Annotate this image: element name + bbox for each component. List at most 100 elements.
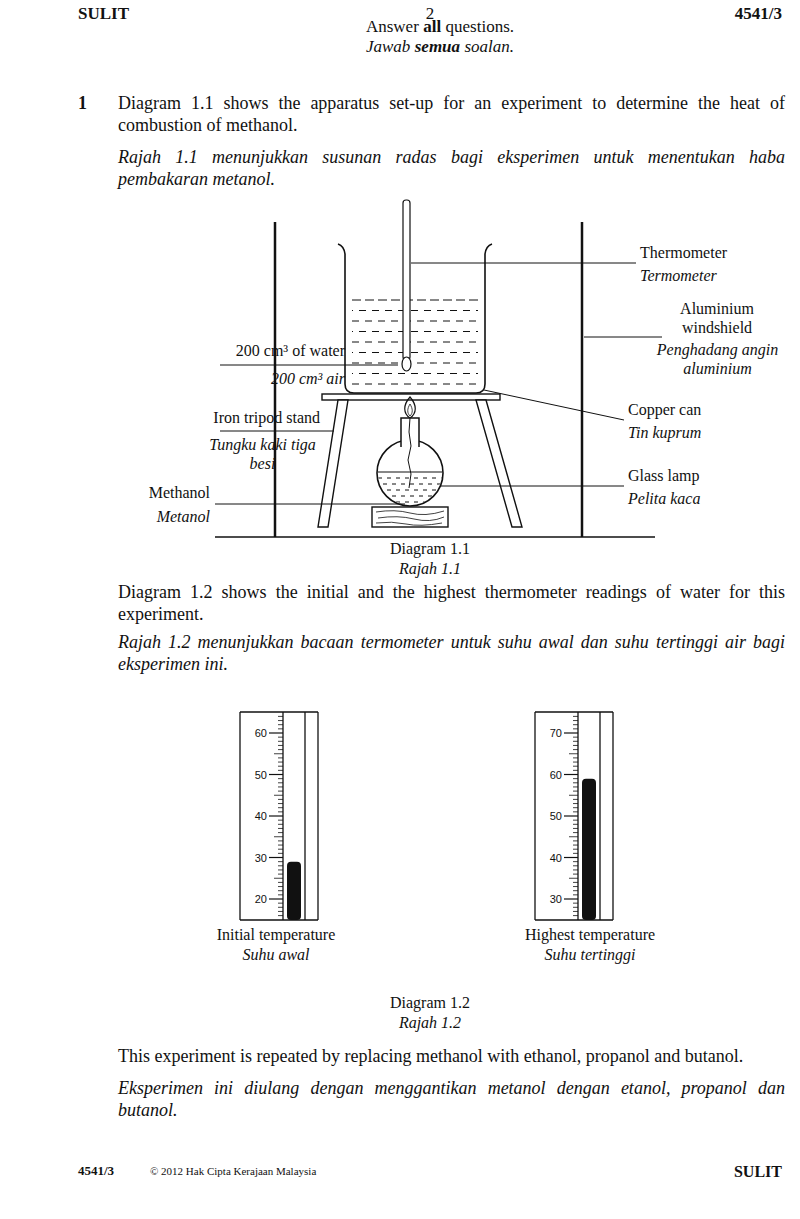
scale-tick bbox=[573, 874, 578, 875]
scale-tick bbox=[573, 716, 578, 717]
scale-tick bbox=[573, 811, 578, 812]
scale-tick bbox=[278, 724, 283, 725]
water-dashes bbox=[352, 300, 478, 384]
scale-tick bbox=[573, 861, 578, 862]
scale-number: 50 bbox=[538, 809, 562, 823]
scale-tick bbox=[573, 903, 578, 904]
thermometer-frame bbox=[535, 919, 613, 920]
scale-tick bbox=[573, 915, 578, 916]
part-label: Tungku kaki tiga besi bbox=[200, 435, 325, 473]
paper-code: 4541/3 bbox=[682, 4, 782, 24]
water-dash bbox=[352, 342, 478, 343]
copyright-note: © 2012 Hak Cipta Kerajaan Malaysia bbox=[150, 1165, 450, 1178]
scale-tick bbox=[573, 907, 578, 908]
thermometer-scale bbox=[240, 712, 318, 920]
scale-tick bbox=[278, 766, 283, 767]
scale-tick bbox=[278, 811, 283, 812]
flame bbox=[405, 397, 416, 418]
thermometer-frame bbox=[534, 712, 535, 920]
thermometer-bulb bbox=[402, 357, 411, 371]
scale-tick bbox=[573, 865, 578, 866]
reading-caption: Suhu awal bbox=[176, 945, 376, 964]
scale-tick bbox=[564, 815, 578, 816]
scale-tick bbox=[573, 724, 578, 725]
part-label: Metanol bbox=[100, 507, 210, 526]
paper-code: 4541/3 bbox=[78, 1163, 148, 1179]
scale-tick bbox=[573, 728, 578, 729]
thermometer-frame bbox=[599, 712, 600, 920]
scale-tick bbox=[573, 766, 578, 767]
leader-line bbox=[411, 263, 636, 264]
scale-tick bbox=[573, 911, 578, 912]
scale-tick bbox=[564, 774, 578, 775]
scale-tick bbox=[573, 749, 578, 750]
scale-tick bbox=[573, 737, 578, 738]
scale-tick bbox=[278, 786, 283, 787]
instruction-line: Jawabsemuasoalan. bbox=[140, 37, 740, 57]
wooden-block bbox=[372, 507, 448, 527]
scale-tick bbox=[274, 878, 283, 879]
leader-line bbox=[220, 431, 334, 432]
scale-tick bbox=[278, 853, 283, 854]
tripod-leg bbox=[476, 400, 522, 527]
scale-tick bbox=[278, 828, 283, 829]
scale-tick bbox=[278, 886, 283, 887]
tripod-leg bbox=[318, 400, 348, 527]
part-label: Aluminium windshield bbox=[667, 299, 767, 337]
leader-line bbox=[484, 390, 624, 420]
scale-tick bbox=[573, 741, 578, 742]
scale-tick bbox=[278, 807, 283, 808]
thermometer-frame bbox=[240, 711, 318, 712]
scale-tick bbox=[278, 799, 283, 800]
part-label: Glass lamp bbox=[628, 466, 778, 485]
part-label: 200 cm³ air bbox=[180, 369, 345, 388]
fuel-dash bbox=[378, 478, 442, 479]
scale-tick bbox=[573, 720, 578, 721]
scale-tick bbox=[573, 803, 578, 804]
part-label: Pelita kaca bbox=[628, 489, 778, 508]
scale-number: 30 bbox=[538, 892, 562, 906]
water-dash bbox=[352, 300, 478, 301]
scale-tick bbox=[278, 716, 283, 717]
water-dash bbox=[352, 363, 478, 364]
diagram-caption: Rajah 1.1 bbox=[330, 559, 530, 578]
scale-tick bbox=[278, 894, 283, 895]
page-footer: SULIT bbox=[682, 1162, 782, 1181]
scale-tick bbox=[573, 882, 578, 883]
part-label: Termometer bbox=[640, 266, 790, 285]
scale-tick bbox=[573, 890, 578, 891]
part-label: Copper can bbox=[628, 400, 778, 419]
scale-tick bbox=[573, 894, 578, 895]
scale-tick bbox=[269, 857, 283, 858]
mercury-column bbox=[287, 862, 301, 920]
scale-tick bbox=[573, 778, 578, 779]
water-dash bbox=[352, 352, 478, 353]
instruction-word: semua bbox=[415, 37, 460, 56]
copper-can bbox=[338, 244, 492, 393]
scale-tick bbox=[278, 791, 283, 792]
scale-tick bbox=[269, 774, 283, 775]
scale-tick bbox=[278, 861, 283, 862]
scale-tick bbox=[573, 849, 578, 850]
scale-tick bbox=[269, 898, 283, 899]
scale-tick bbox=[278, 869, 283, 870]
water-dash bbox=[352, 321, 478, 322]
question-text: Eksperimen ini diulang dengan menggantik… bbox=[118, 1077, 785, 1121]
mercury-column bbox=[582, 779, 596, 920]
instruction-word: soalan. bbox=[464, 37, 514, 56]
scale-tick bbox=[573, 782, 578, 783]
scale-number: 70 bbox=[538, 726, 562, 740]
instruction-line: Answerallquestions. bbox=[140, 17, 740, 37]
scale-tick bbox=[573, 824, 578, 825]
thermometer-stem bbox=[403, 200, 410, 360]
leader-line bbox=[215, 504, 405, 505]
scale-tick bbox=[278, 749, 283, 750]
scale-tick bbox=[274, 795, 283, 796]
scale-tick bbox=[278, 832, 283, 833]
scale-tick bbox=[278, 845, 283, 846]
scale-tick bbox=[569, 795, 578, 796]
question-text: Rajah 1.2 menunjukkan bacaan termometer … bbox=[118, 631, 785, 675]
fuel-dash bbox=[378, 496, 442, 497]
reading-caption: Highest temperature bbox=[480, 925, 700, 944]
